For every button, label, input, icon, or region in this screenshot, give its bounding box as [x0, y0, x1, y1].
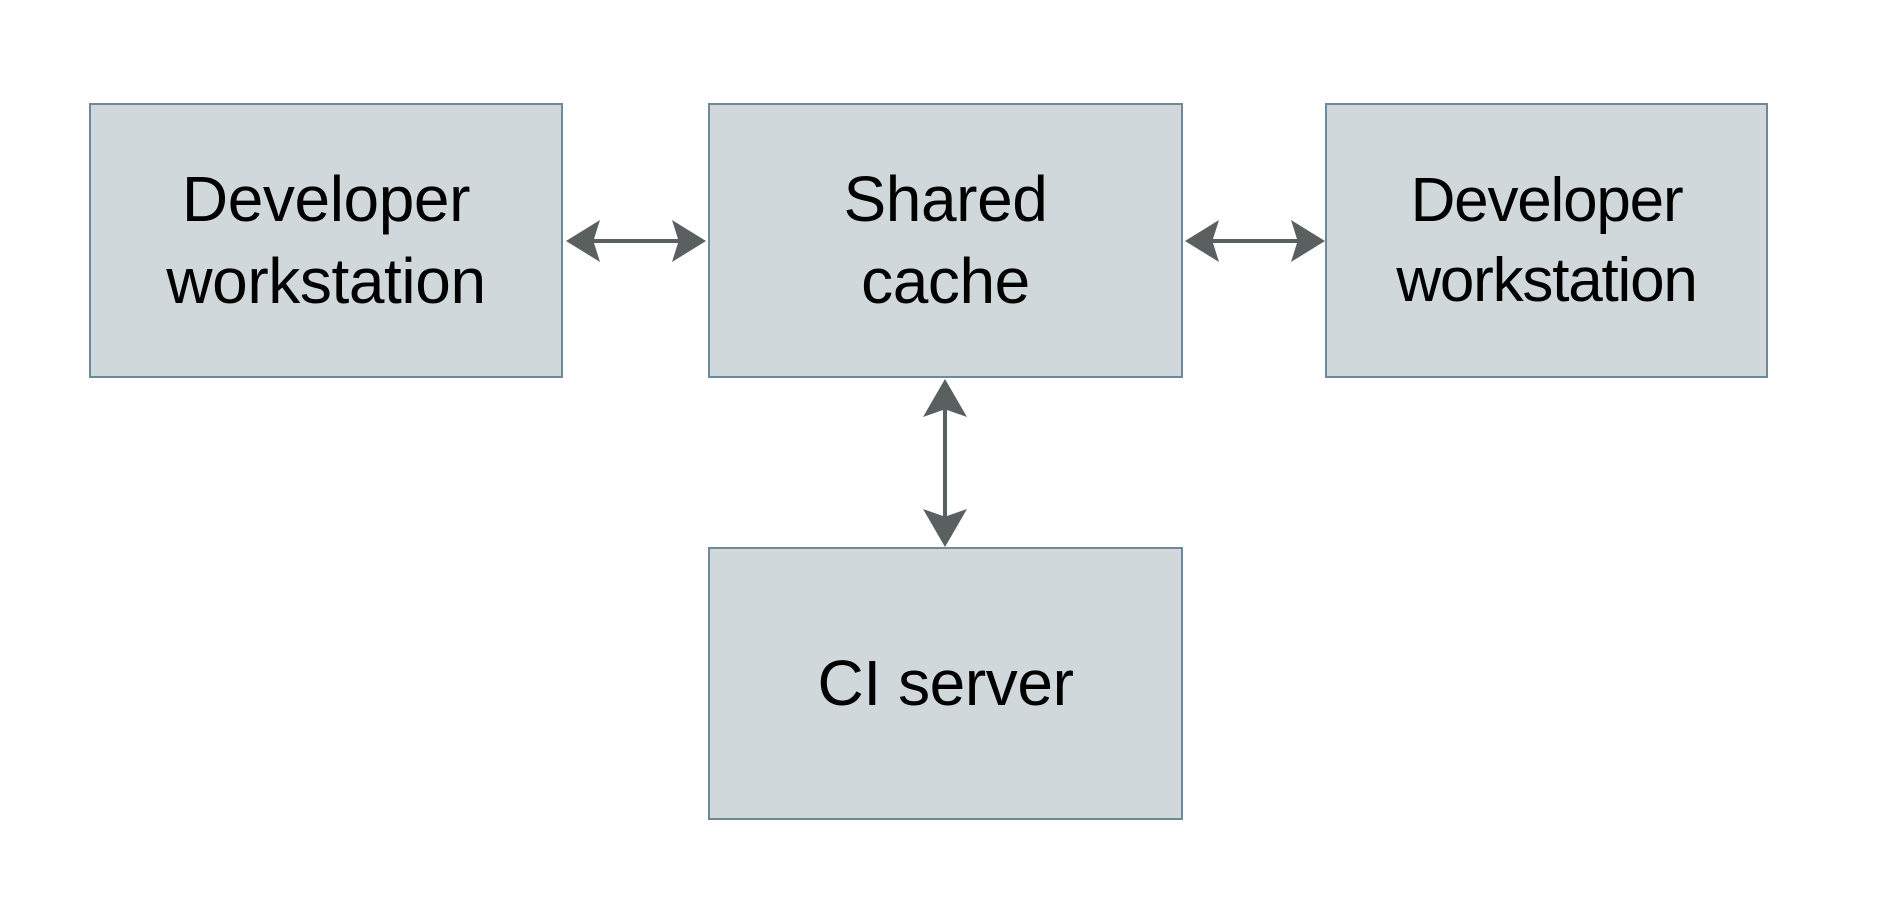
double-headed-arrow-icon	[566, 220, 706, 262]
edge-shared-cache-to-ci-server	[923, 379, 967, 547]
node-label: Developer workstation	[1396, 166, 1698, 315]
double-headed-arrow-icon	[923, 379, 967, 547]
node-ci-server[interactable]: CI server	[708, 547, 1183, 820]
node-label: CI server	[817, 646, 1074, 719]
node-label: Shared cache	[843, 162, 1048, 317]
node-developer-workstation-right[interactable]: Developer workstation	[1325, 103, 1768, 378]
double-headed-arrow-icon	[1185, 220, 1325, 262]
edge-developer-left-to-shared-cache	[566, 220, 706, 262]
node-developer-workstation-left[interactable]: Developer workstation	[89, 103, 563, 378]
edge-shared-cache-to-developer-right	[1185, 220, 1325, 262]
node-label: Developer workstation	[166, 162, 486, 317]
node-shared-cache[interactable]: Shared cache	[708, 103, 1183, 378]
